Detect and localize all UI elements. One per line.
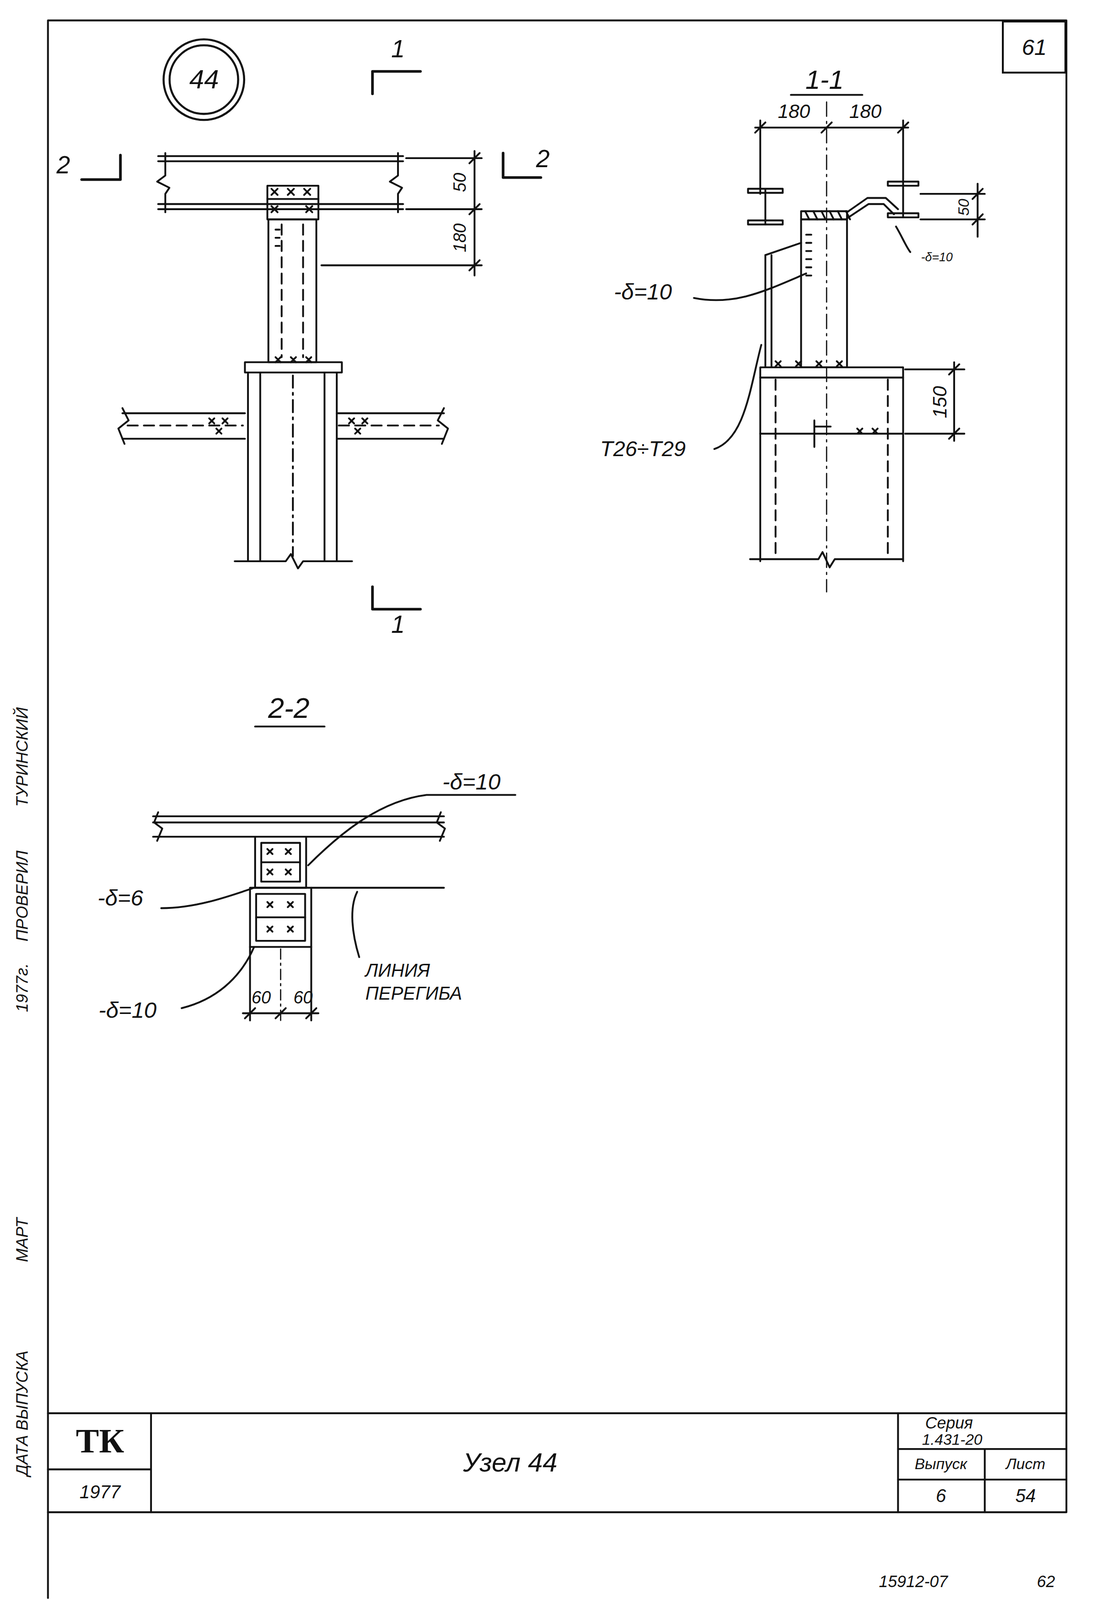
org-mark: ТК xyxy=(75,1423,125,1460)
dimension: 60 xyxy=(251,988,271,1008)
title-cell: 54 xyxy=(1015,1486,1036,1506)
title-cell: 1977 xyxy=(79,1482,121,1502)
sheet-number-box: 61 xyxy=(1001,20,1067,74)
node-text: 61 xyxy=(1021,35,1047,59)
circle-ring xyxy=(163,39,245,120)
title-cell: 6 xyxy=(935,1486,946,1506)
title-cell: Серия xyxy=(924,1415,973,1433)
section-title: 1-1 xyxy=(805,65,844,94)
sheet-frame xyxy=(47,20,1067,1599)
note: ЛИНИЯ ПЕРЕГИБА xyxy=(365,959,463,1006)
margin-stamp: ДАТА ВЫПУСКА xyxy=(13,1351,32,1477)
dimension: 180 xyxy=(777,101,811,122)
title-cell: Выпуск xyxy=(914,1456,968,1473)
margin-stamp: ТУРИНСКИЙ xyxy=(13,707,32,807)
title-cell: 1.431-20 xyxy=(922,1432,983,1449)
dimension: 180 xyxy=(848,101,882,122)
node-number-circle: 44 xyxy=(161,36,247,123)
plate-callout: -δ=6 xyxy=(97,886,143,910)
dimension: 150 xyxy=(929,386,951,419)
section-mark: 1 xyxy=(391,36,406,63)
section-mark: 2 xyxy=(536,146,550,172)
section-2-2 xyxy=(152,726,516,1023)
dimension: 180 xyxy=(451,223,470,253)
node-text: 44 xyxy=(189,65,219,94)
plate-callout: -δ=10 xyxy=(442,770,501,794)
archive-number: 15912-07 xyxy=(878,1573,948,1591)
plate-callout: -δ=10 xyxy=(921,250,953,264)
front-view xyxy=(81,71,541,610)
section-title: 2-2 xyxy=(268,693,310,724)
part-callout: Т26÷Т29 xyxy=(600,438,686,461)
circle-ring xyxy=(169,45,239,115)
margin-stamp: МАРТ xyxy=(13,1217,32,1263)
plate-callout: -δ=10 xyxy=(613,279,672,304)
drawing-title: Узел 44 xyxy=(462,1448,558,1477)
dimension: 60 xyxy=(293,988,313,1008)
title-cell: Лист xyxy=(1005,1456,1045,1473)
section-mark: 1 xyxy=(391,612,406,638)
plate-callout: -δ=10 xyxy=(98,998,157,1022)
section-1-1 xyxy=(693,95,985,592)
dimension: 50 xyxy=(451,172,470,193)
dimension: 50 xyxy=(956,198,973,216)
section-mark: 2 xyxy=(56,152,71,179)
margin-stamp: 1977г. xyxy=(13,963,32,1013)
archive-number: 62 xyxy=(1036,1573,1055,1591)
margin-stamp: ПРОВЕРИЛ xyxy=(13,850,32,942)
